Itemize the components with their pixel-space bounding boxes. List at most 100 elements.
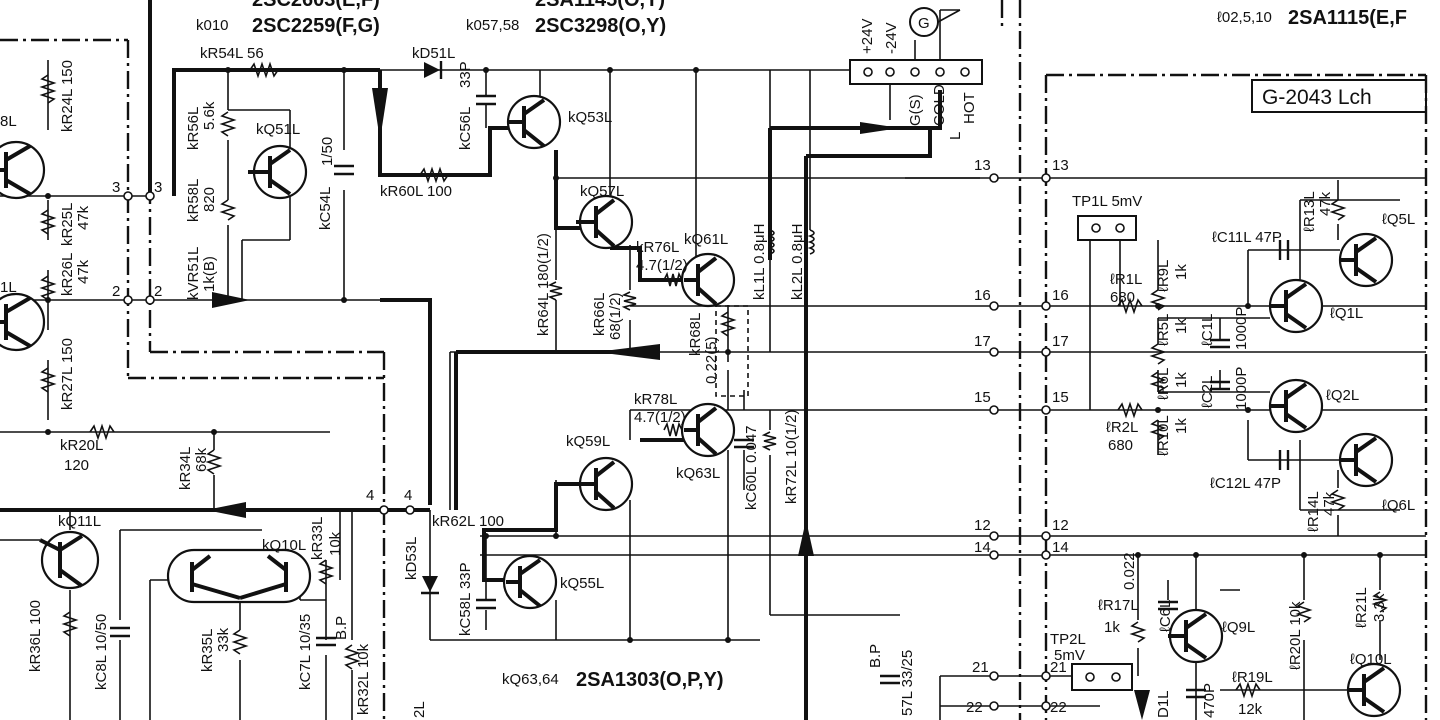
label-kr78-val: 4.7(1/2) bbox=[634, 409, 686, 426]
label-kq57: kQ57L bbox=[580, 183, 624, 200]
label-kq63: kQ63L bbox=[676, 465, 720, 482]
label-lr20: ℓR20L 10k bbox=[1287, 601, 1304, 670]
label-kl2: kL2L 0.8μH bbox=[789, 224, 806, 300]
label-kr78: kR78L bbox=[634, 391, 677, 408]
gs-label: G(S) bbox=[907, 94, 924, 126]
label-lr9-val: 1k bbox=[1173, 264, 1190, 280]
label-lr21-val: 3.3k bbox=[1371, 593, 1388, 622]
label-kvr51-val: 1k(B) bbox=[201, 256, 218, 292]
node-number: 17 bbox=[974, 333, 991, 350]
label-kr58-val: 820 bbox=[201, 187, 218, 212]
label-lq6: ℓQ6L bbox=[1382, 497, 1415, 514]
bottom-part-name: 2SA1303(O,P,Y) bbox=[576, 669, 724, 691]
resistors bbox=[39, 61, 1389, 699]
label-kr66-val: 68(1/2) bbox=[607, 292, 624, 340]
label-kc7: kC7L 10/35 bbox=[297, 614, 314, 690]
label-lc1-val: 1000P bbox=[1233, 307, 1250, 350]
label-lc2: ℓC2L bbox=[1199, 376, 1216, 408]
node-number: 16 bbox=[1052, 287, 1069, 304]
label-lr21: ℓR21L bbox=[1353, 587, 1370, 628]
label-kq55: kQ55L bbox=[560, 575, 604, 592]
capacitors bbox=[110, 94, 1290, 699]
transistor-lq9 bbox=[1168, 608, 1224, 664]
label-bp2: B.P bbox=[867, 644, 884, 668]
label-lc12: ℓC12L 47P bbox=[1210, 475, 1281, 492]
node-number: 12 bbox=[1052, 517, 1069, 534]
label-kr36: kR36L 100 bbox=[27, 600, 44, 672]
label-kr54: kR54L 56 bbox=[200, 45, 264, 62]
transistor-lq10 bbox=[1346, 662, 1402, 718]
label-lr6: ℓR6L bbox=[1155, 368, 1172, 400]
label-kr58: kR58L bbox=[185, 179, 202, 222]
label-bp1: B.P bbox=[333, 616, 350, 640]
label-lr19: ℓR19L bbox=[1232, 669, 1273, 686]
header-ref-q57-58: k057,58 bbox=[466, 17, 519, 34]
node-number: 16 bbox=[974, 287, 991, 304]
power-connector bbox=[849, 7, 983, 85]
header-part-l02: 2SA1115(E,F bbox=[1288, 7, 1407, 29]
label-lc6-val: 0.022 bbox=[1121, 552, 1138, 590]
label-kr66: kR66L bbox=[591, 293, 608, 336]
label-kc56-val: 33P bbox=[457, 61, 474, 88]
label-kr25: kR25L bbox=[59, 203, 76, 246]
label-kc58: kC58L 33P bbox=[457, 562, 474, 636]
label-lc11: ℓC11L 47P bbox=[1212, 229, 1282, 246]
transistor-k08l-left bbox=[0, 140, 46, 200]
label-tp2-val: 5mV bbox=[1054, 647, 1085, 664]
label-lq1: ℓQ1L bbox=[1330, 305, 1363, 322]
plus-24v-label: +24V bbox=[859, 19, 876, 54]
node-number: 15 bbox=[1052, 389, 1069, 406]
label-kr56-val: 5.6k bbox=[201, 101, 218, 130]
label-kr68: kR68L bbox=[687, 313, 704, 356]
node-number: 15 bbox=[974, 389, 991, 406]
label-lr9: ℓR9L bbox=[1155, 260, 1172, 292]
label-kr20: kR20L bbox=[60, 437, 103, 454]
node-number: 3 bbox=[154, 179, 162, 196]
label-kr34: kR34L bbox=[177, 447, 194, 490]
inductors bbox=[767, 229, 815, 255]
label-lr5: ℓR5L bbox=[1155, 314, 1172, 346]
label-kr25-val: 47k bbox=[75, 205, 92, 230]
node-number: 17 bbox=[1052, 333, 1069, 350]
label-kq10: kQ10L bbox=[262, 537, 306, 554]
test-point-tp2 bbox=[1071, 663, 1133, 691]
label-8l: 8L bbox=[0, 113, 17, 130]
label-1l: 1L bbox=[0, 279, 17, 296]
label-lr17-val: 1k bbox=[1104, 619, 1120, 636]
label-lr1-val: 680 bbox=[1110, 289, 1135, 306]
node-number: 13 bbox=[1052, 157, 1069, 174]
label-kr64: kR64L 180(1/2) bbox=[535, 233, 552, 336]
node-number: 2 bbox=[154, 283, 162, 300]
label-kc57: 57L 33/25 bbox=[899, 650, 916, 716]
transistor-lq2 bbox=[1268, 378, 1324, 434]
label-kr68-val: 0.22(5) bbox=[703, 336, 720, 384]
label-lr2-val: 680 bbox=[1108, 437, 1133, 454]
label-lr2: ℓR2L bbox=[1106, 419, 1138, 436]
node-number: 2 bbox=[112, 283, 120, 300]
label-kr33-val: 10k bbox=[327, 531, 344, 556]
test-point-tp1 bbox=[1077, 215, 1137, 241]
node-number: 12 bbox=[974, 517, 991, 534]
label-lq2: ℓQ2L bbox=[1326, 387, 1359, 404]
label-kr60: kR60L 100 bbox=[380, 183, 452, 200]
label-kq61: kQ61L bbox=[684, 231, 728, 248]
node-number: 21 bbox=[1050, 659, 1067, 676]
label-kc56: kC56L bbox=[457, 107, 474, 150]
transistor-kq59 bbox=[576, 456, 634, 512]
l-label: L bbox=[947, 132, 964, 140]
label-lr13-val: 47k bbox=[1317, 191, 1334, 216]
label-lr13: ℓR13L bbox=[1301, 191, 1318, 232]
node-number: 21 bbox=[972, 659, 989, 676]
label-kl1: kL1L 0.8μH bbox=[751, 224, 768, 300]
transistor-kq51 bbox=[248, 144, 308, 200]
label-lc6: ℓC6L bbox=[1157, 600, 1174, 632]
label-tp2: TP2L bbox=[1050, 631, 1086, 648]
label-kr26-val: 47k bbox=[75, 259, 92, 284]
label-lr1: ℓR1L bbox=[1110, 271, 1142, 288]
label-kvr51: kVR51L bbox=[185, 247, 202, 300]
label-lr6-val: 1k bbox=[1173, 372, 1190, 388]
transistor-lq6 bbox=[1338, 432, 1394, 488]
label-lc1: ℓC1L bbox=[1199, 314, 1216, 346]
label-kd53: kD53L bbox=[403, 537, 420, 580]
